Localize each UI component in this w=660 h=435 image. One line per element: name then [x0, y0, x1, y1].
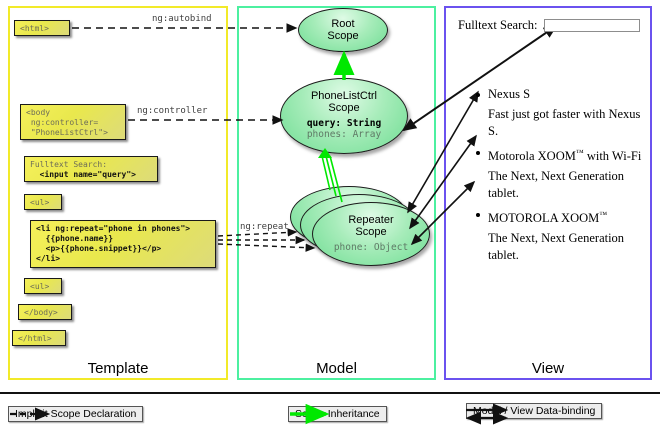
trademark-icon: ™	[575, 148, 584, 157]
trademark-icon: ™	[599, 210, 608, 220]
list-item[interactable]: Motorola XOOM™ with Wi-Fi The Next, Next…	[474, 144, 646, 202]
connector-label-controller: ng:controller	[137, 106, 208, 116]
list-item[interactable]: Nexus S Fast just got faster with Nexus …	[474, 86, 646, 140]
scope-phonelistctrl: PhoneListCtrl Scope query: String phones…	[280, 78, 408, 154]
view-phone-name-text: MOTOROLA XOOM	[488, 211, 600, 226]
double-arrow-icon	[465, 403, 509, 425]
connector-label-repeat: ng:repeat	[240, 222, 289, 232]
view-phone-name: MOTOROLA XOOM™	[474, 206, 646, 227]
scope-ctrl-title-1: PhoneListCtrl	[310, 90, 378, 102]
scope-repeater-prop-phone: phone: Object	[333, 241, 409, 253]
view-phone-snippet: The Next, Next Generation tablet.	[488, 231, 625, 263]
legend-data-binding: Model / View Data-binding	[464, 403, 603, 425]
view-search-row: Fulltext Search:	[458, 18, 640, 33]
scope-repeater-title-2: Scope	[355, 225, 387, 238]
panel-label-model: Model	[316, 360, 357, 377]
green-arrow-icon	[290, 403, 330, 425]
panel-label-template: Template	[87, 360, 149, 377]
scope-ctrl-prop-query: query: String	[306, 118, 382, 129]
view-phone-list: Nexus S Fast just got faster with Nexus …	[474, 86, 646, 268]
view-search-input[interactable]	[543, 19, 640, 32]
code-box-li-repeat: <li ng:repeat="phone in phones"> {{phone…	[30, 220, 216, 268]
code-box-ul-open: <ul>	[24, 194, 62, 210]
legend-implicit-scope: Implicit Scope Declaration	[8, 406, 144, 422]
view-phone-name-suffix: with Wi-Fi	[583, 149, 642, 164]
code-box-html-open: <html>	[14, 20, 70, 36]
scope-ctrl-prop-phones: phones: Array	[306, 129, 382, 140]
code-box-html-close: </html>	[12, 330, 66, 346]
legend-divider	[0, 392, 660, 394]
view-phone-name: Nexus S	[474, 86, 646, 103]
view-search-label: Fulltext Search:	[458, 18, 538, 32]
legend-scope-inheritance: Scope Inheritance	[288, 403, 387, 425]
view-phone-snippet: Fast just got faster with Nexus S.	[488, 107, 641, 138]
connector-label-autobind: ng:autobind	[152, 14, 212, 24]
view-phone-name: Motorola XOOM™ with Wi-Fi	[474, 144, 646, 165]
scope-root-title-1: Root	[331, 18, 355, 30]
code-box-ul-close: <ul>	[24, 278, 62, 294]
code-box-fulltext-search: Fulltext Search: <input name="query">	[24, 156, 158, 182]
view-content: Fulltext Search: Nexus S Fast just got f…	[452, 14, 646, 354]
panel-label-view: View	[531, 360, 565, 377]
scope-root-title-2: Scope	[327, 30, 359, 42]
dashed-arrow-icon	[10, 407, 51, 421]
list-item[interactable]: MOTOROLA XOOM™ The Next, Next Generation…	[474, 206, 646, 264]
view-phone-snippet: The Next, Next Generation tablet.	[488, 169, 625, 201]
view-phone-name-text: Motorola XOOM	[488, 149, 576, 164]
scope-ctrl-title-2: Scope	[328, 102, 360, 114]
code-box-body-close: </body>	[18, 304, 72, 320]
code-box-body-open: <body ng:controller= "PhoneListCtrl">	[20, 104, 126, 140]
scope-repeater-title-1: Repeater	[348, 213, 394, 226]
